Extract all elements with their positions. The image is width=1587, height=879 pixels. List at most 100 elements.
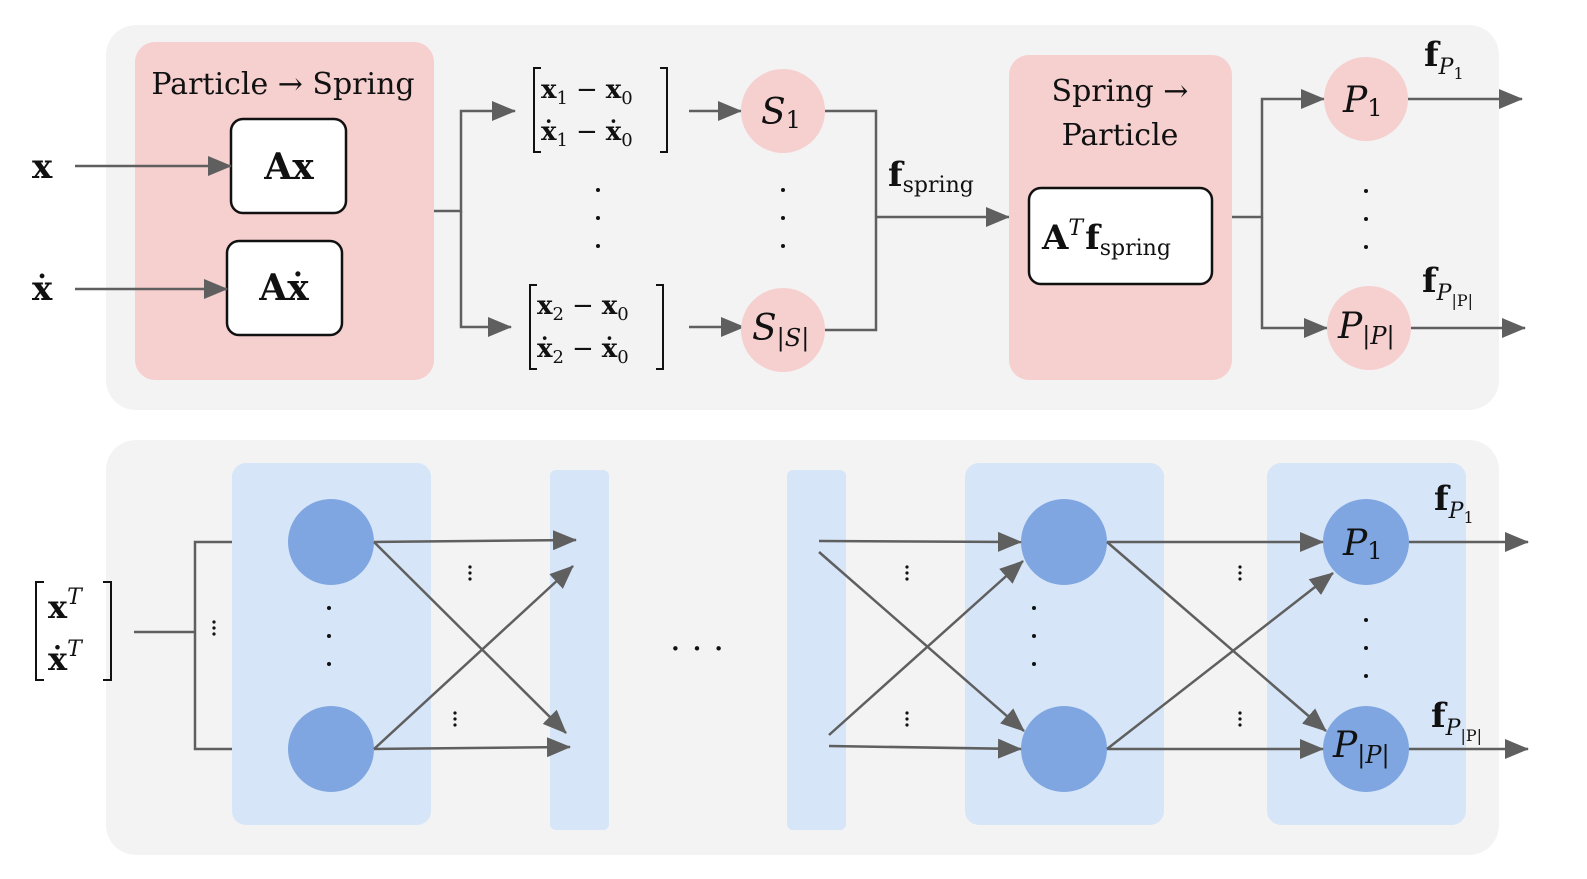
f-sub: P [1436, 281, 1453, 306]
connector-s2p-split-upper [1232, 89, 1325, 219]
edge-ln1-bottom-to-out-top [1106, 572, 1334, 750]
vec-a-sub: 2 [553, 304, 564, 325]
spring-node-last [741, 288, 825, 372]
input-x-label: x [32, 147, 53, 187]
bracket-left [35, 581, 44, 681]
vector-row: ẋ2−ẋ0 [537, 334, 629, 368]
at-fspring-box [1027, 186, 1214, 286]
f-sub: spring [1100, 236, 1171, 261]
particle-node-last [1327, 286, 1411, 370]
output-layer [1267, 463, 1466, 825]
spring-node-first [741, 69, 825, 153]
output-node-last [1323, 706, 1409, 792]
spring-vector-first: x1−x0 ẋ1−ẋ0 [533, 67, 668, 153]
vec-b-sub: 0 [621, 88, 632, 109]
output-node-first-label: P1 [1342, 523, 1383, 565]
edge-l1-top-to-l2-bottom [373, 541, 567, 734]
f-main: f [1434, 479, 1451, 519]
spring-to-particle-title-line2: Particle [1062, 118, 1179, 153]
particle-node-first [1324, 57, 1408, 141]
output-node-first [1323, 499, 1409, 585]
vec-main: ẋ [48, 640, 68, 678]
node-sub: |P| [1357, 741, 1389, 770]
connector-p2s-split-lower [459, 211, 512, 337]
output-node-last-label: P|P| [1332, 725, 1390, 770]
f-subsub: |P| [1460, 726, 1482, 745]
vec-a: x [541, 75, 557, 105]
vec-sup: T [67, 585, 84, 610]
f-sub: P [1448, 499, 1465, 524]
vec-b: ẋ [602, 334, 618, 364]
input-xdot-label: ẋ [32, 269, 53, 309]
vec-b: x [602, 291, 618, 321]
bracket-right [660, 67, 668, 153]
f-sub: P [1438, 55, 1455, 80]
node-sub: |S| [777, 324, 810, 353]
hidden-layer-1 [232, 463, 431, 825]
f-subsub: 1 [1463, 508, 1473, 527]
input-split-dots [212, 620, 216, 636]
a-sup: T [1068, 216, 1085, 241]
edge-ln2-top-to-ln1-bottom [818, 551, 1025, 732]
layer1-node-bottom [288, 706, 374, 792]
vec-sup: T [67, 637, 84, 662]
bracket-left [533, 67, 541, 153]
f-main: f [888, 155, 905, 195]
node-main: P [1342, 523, 1368, 564]
vec-op: − [572, 334, 594, 364]
edge-dots-ln1 [1238, 565, 1242, 727]
spring-node-last-label: S|S| [752, 308, 809, 353]
output-last-label: fP|P| [1422, 261, 1473, 310]
node-sub: |P| [1362, 322, 1394, 351]
particle-node-first-label: P1 [1342, 80, 1383, 122]
ax-box-label: Ax [263, 146, 314, 188]
vec-b: x [606, 75, 622, 105]
vec-op: − [576, 75, 598, 105]
hidden-layer-2 [550, 470, 609, 830]
vec-main: x [48, 588, 68, 626]
spring-vertical-dots [781, 188, 785, 248]
axdot-box-label: Aẋ [258, 267, 309, 309]
vec-op: − [572, 291, 594, 321]
layer1-node-top [288, 499, 374, 585]
particle-to-spring-title: Particle → Spring [151, 67, 414, 102]
bottom-output-last-label: fP|P| [1431, 696, 1482, 745]
layern1-node-bottom [1021, 706, 1107, 792]
f-main: f [1085, 218, 1102, 258]
node-main: S [761, 92, 786, 133]
edge-ln1-top-to-out-bottom [1106, 541, 1327, 732]
vec-b-sub: 0 [621, 130, 632, 151]
layers-ellipsis: · · · [670, 629, 724, 669]
a-main: A [1041, 218, 1069, 258]
bottom-panel: xT ẋT [35, 440, 1529, 855]
spring-to-particle-title-line1: Spring → [1052, 74, 1189, 109]
f-sub: P [1445, 716, 1462, 741]
particle-node-last-label: P|P| [1337, 306, 1395, 351]
node-sub: 1 [786, 106, 801, 134]
f-main: f [1431, 696, 1448, 736]
bottom-output-first-label: fP1 [1434, 479, 1474, 527]
f-spring-label: fspring [888, 155, 974, 198]
output-vertical-dots [1364, 618, 1368, 678]
vector-row: x2−x0 [537, 291, 629, 325]
node-main: P [1342, 80, 1368, 121]
edge-dots-ln2 [905, 565, 909, 727]
input-vector: xT ẋT [35, 581, 112, 681]
vec-b-sub: 0 [617, 304, 628, 325]
vector-vertical-dots [596, 188, 600, 248]
f-sub: spring [903, 173, 974, 198]
vec-a: x [537, 291, 553, 321]
node-main: P [1337, 306, 1363, 347]
vec-b-sub: 0 [617, 347, 628, 368]
at-fspring-label: ATfspring [1041, 216, 1171, 261]
edge-ln2-top-to-ln1-top [818, 531, 1022, 552]
edge-ln2-bottom-to-ln1-bottom [828, 738, 1022, 759]
node-sub: 1 [1367, 94, 1382, 122]
input-vector-row1: xT [48, 585, 84, 626]
input-vector-row2: ẋT [48, 637, 84, 678]
layern1-vertical-dots [1032, 606, 1036, 666]
vector-row: ẋ1−ẋ0 [541, 117, 633, 151]
output-first-label: fP1 [1424, 35, 1464, 83]
edge-l1-bottom-to-l2-top [373, 565, 574, 750]
